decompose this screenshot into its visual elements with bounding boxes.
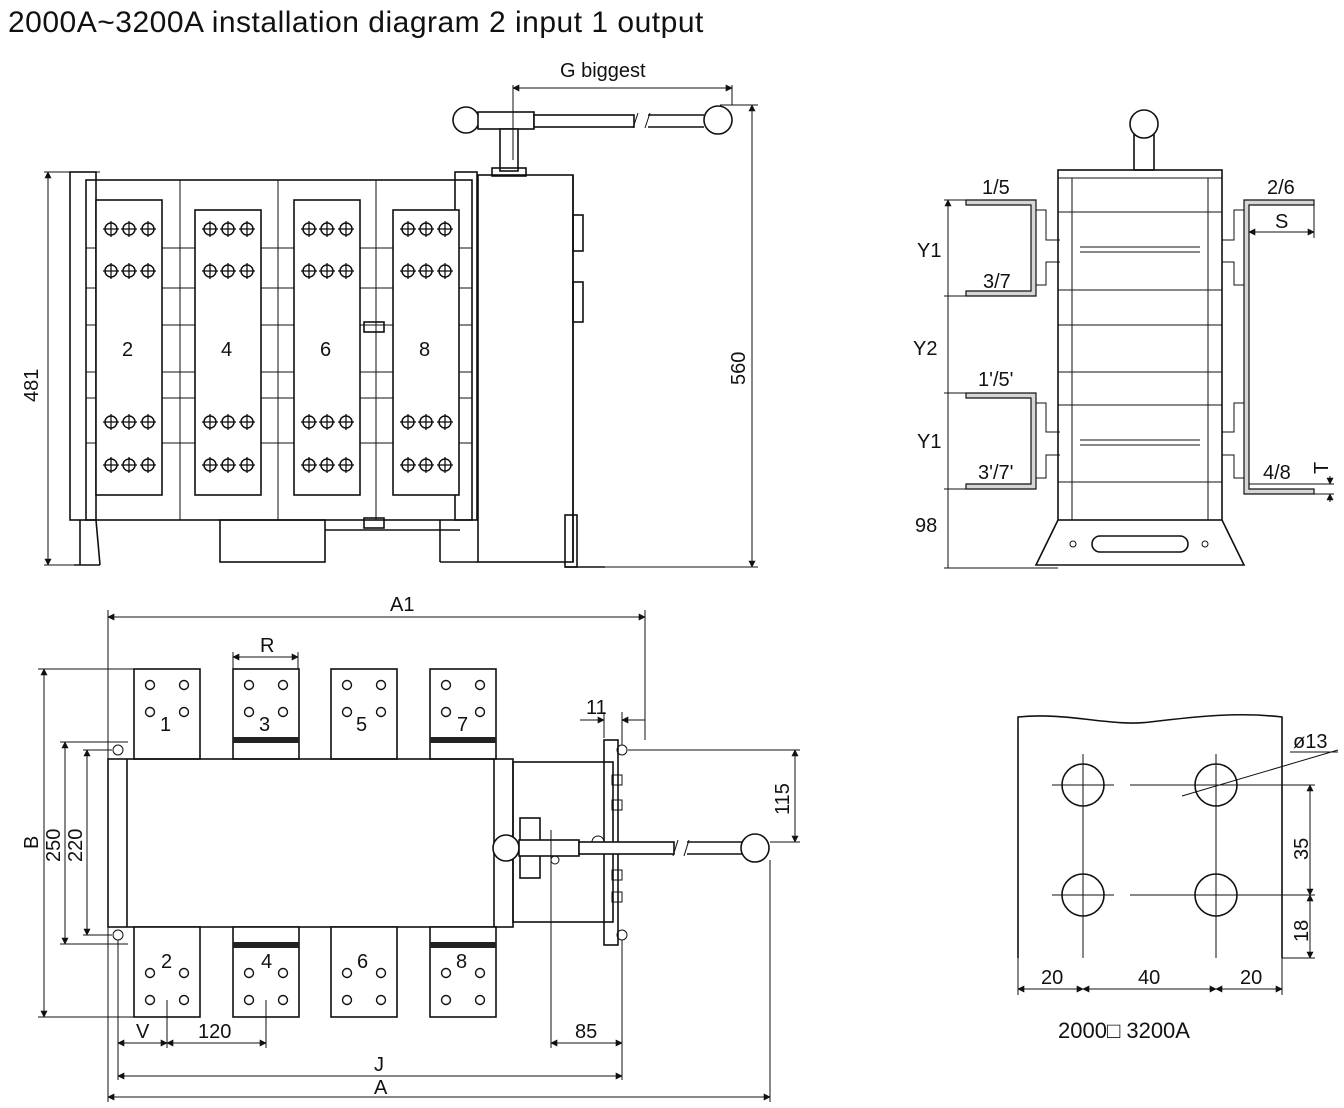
dim-35: 35: [1291, 838, 1313, 860]
dim-85: 85: [575, 1021, 597, 1043]
front-view: 481: [21, 60, 758, 568]
terminal-1p-5p: 1'/5': [978, 369, 1013, 391]
pole-number-4: 4: [221, 339, 232, 361]
dim-b: B: [21, 836, 43, 849]
dim-t: T: [1311, 462, 1333, 474]
dim-y1-top: Y1: [917, 240, 941, 262]
dim-y1-bottom: Y1: [917, 431, 941, 453]
terminal-1: 1: [160, 714, 171, 736]
dim-j: J: [374, 1054, 384, 1076]
dim-18: 18: [1291, 920, 1313, 942]
dim-r: R: [260, 635, 274, 657]
dim-g-biggest: G biggest: [560, 60, 646, 82]
dim-v: V: [136, 1021, 150, 1043]
terminal-4: 4: [261, 951, 272, 973]
top-view: A1 R 1 3 5 7: [21, 594, 800, 1102]
terminal-3p-7p: 3'/7': [978, 462, 1013, 484]
terminal-2: 2: [161, 951, 172, 973]
side-view: 1/5 2/6 3/7 1'/5' 3'/7' 4/8 S T Y1 Y2 Y1…: [913, 109, 1334, 569]
dim-a: A: [374, 1077, 388, 1099]
page-title: 2000A~3200A installation diagram 2 input…: [8, 6, 704, 39]
terminal-detail: ø13 35 18 20 40 20 2000□ 3200A: [1017, 713, 1339, 1043]
terminal-3: 3: [259, 714, 270, 736]
terminal-5: 5: [356, 714, 367, 736]
terminal-8: 8: [456, 951, 467, 973]
dim-s: S: [1275, 211, 1288, 233]
terminal-2-6: 2/6: [1267, 177, 1295, 199]
dim-40: 40: [1138, 967, 1160, 989]
terminal-1-5: 1/5: [982, 177, 1010, 199]
dim-a1: A1: [390, 594, 414, 616]
dim-120: 120: [198, 1021, 231, 1043]
dim-220: 220: [65, 829, 87, 862]
dim-98: 98: [915, 515, 937, 537]
terminal-detail-caption: 2000□ 3200A: [1058, 1018, 1190, 1043]
dim-20-right: 20: [1240, 967, 1262, 989]
terminal-7: 7: [457, 714, 468, 736]
dim-hole-diameter: ø13: [1293, 731, 1327, 753]
dim-y2: Y2: [913, 338, 937, 360]
pole-number-2: 2: [122, 339, 133, 361]
terminal-4-8: 4/8: [1263, 462, 1291, 484]
dim-11: 11: [586, 697, 607, 719]
dim-115: 115: [772, 783, 794, 815]
terminal-6: 6: [357, 951, 368, 973]
dim-481: 481: [21, 369, 43, 402]
terminal-3-7: 3/7: [983, 271, 1011, 293]
pole-number-8: 8: [419, 339, 430, 361]
dim-20-left: 20: [1041, 967, 1063, 989]
dim-560: 560: [728, 352, 750, 385]
pole-number-6: 6: [320, 339, 331, 361]
dim-250: 250: [43, 829, 65, 862]
